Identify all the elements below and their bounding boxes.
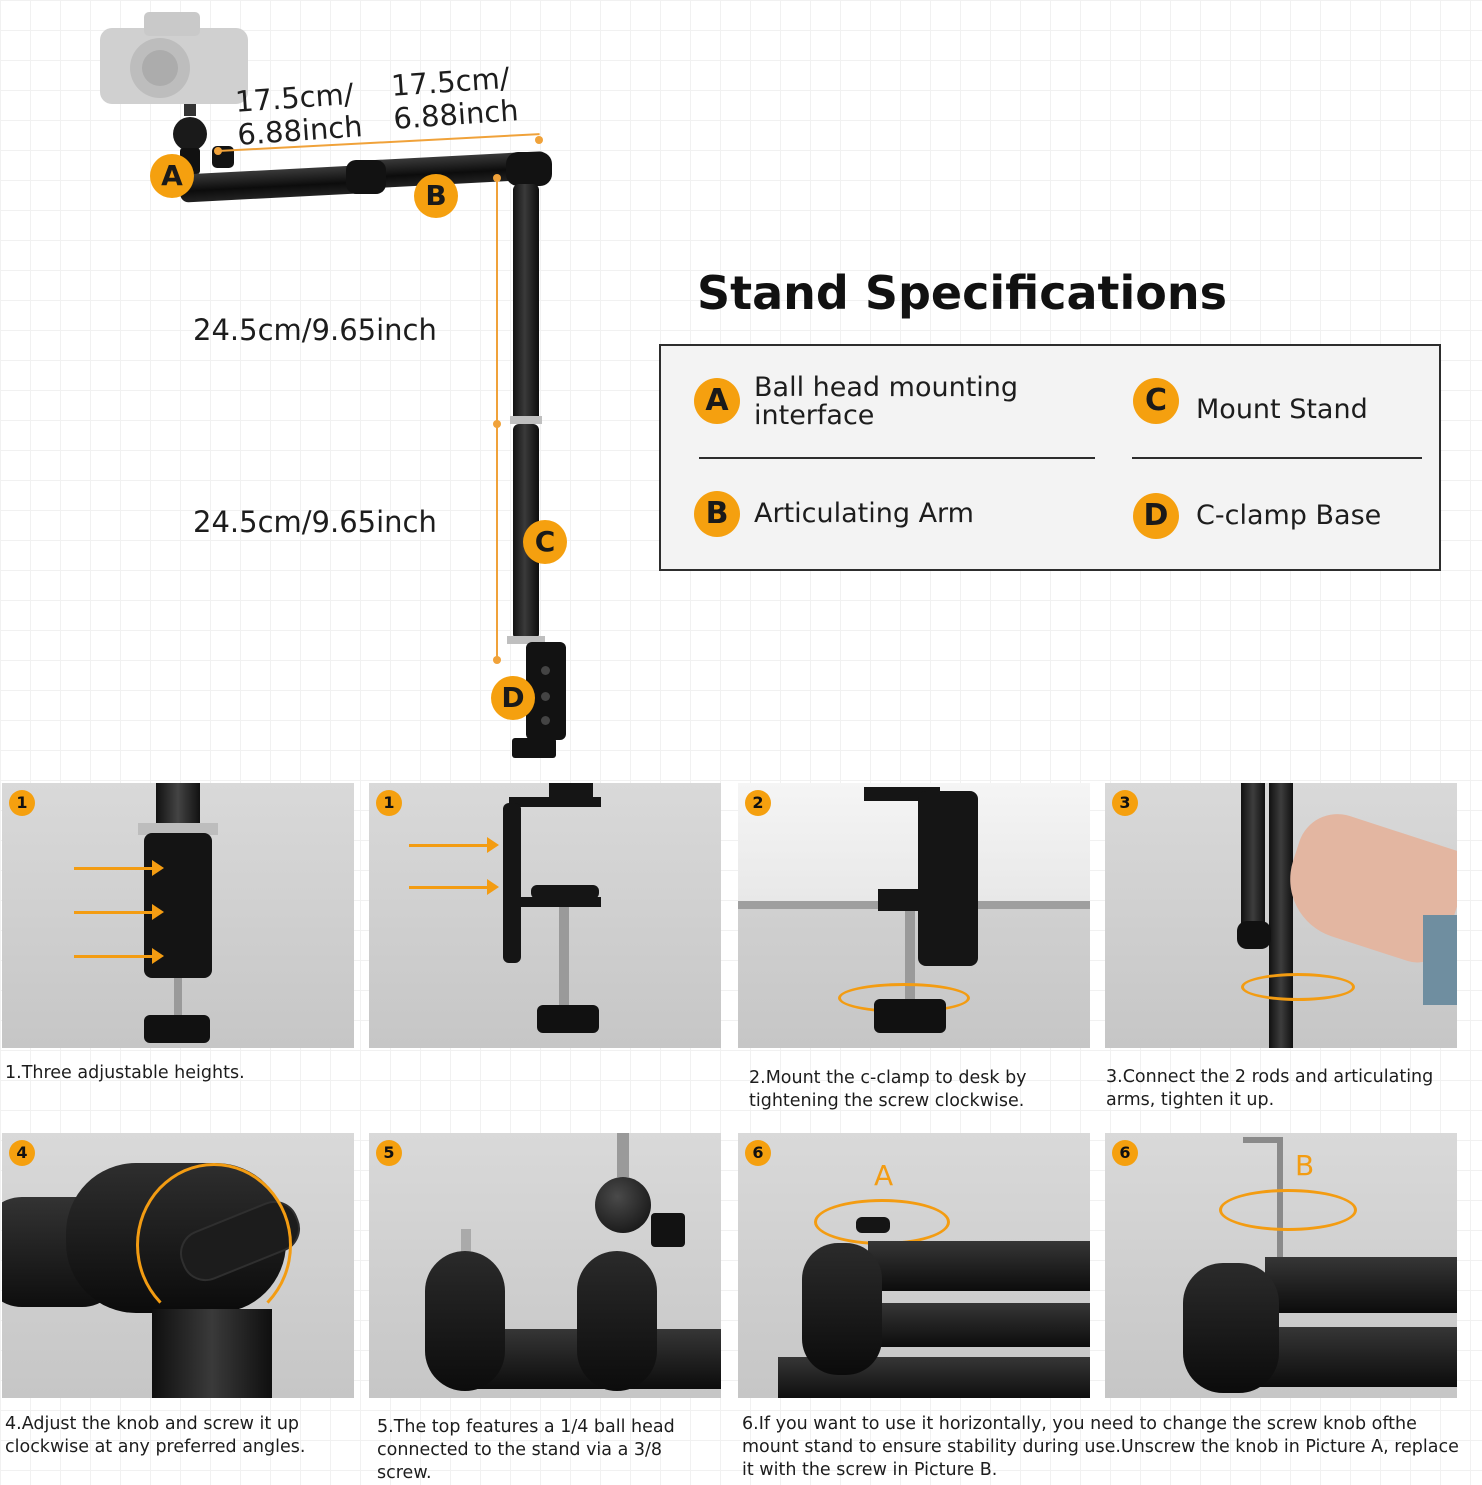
badge-a: A <box>150 154 194 198</box>
arrow-icon <box>74 860 164 876</box>
spec-badge-d: D <box>1133 493 1179 539</box>
screw-knob <box>537 1005 599 1033</box>
arrow-icon <box>74 904 164 920</box>
step-panel-6b: 6 B <box>1105 1133 1457 1398</box>
step-panel-3: 3 <box>1105 783 1457 1048</box>
clamp-spine <box>503 803 521 963</box>
step-panel-6a: 6 A <box>738 1133 1090 1398</box>
pole-bottom-dimension: 24.5cm/9.65inch <box>193 505 437 539</box>
rod-left <box>1241 783 1265 933</box>
dimension-dot <box>493 656 501 664</box>
clamp-top <box>509 797 601 807</box>
step-caption-4: 4.Adjust the knob and screw it up clockw… <box>5 1414 306 1457</box>
rotate-arrow-icon <box>136 1163 292 1327</box>
rod-right <box>1269 783 1293 1048</box>
step-number: 4 <box>9 1140 35 1166</box>
step-number: 3 <box>1112 790 1138 816</box>
step-number: 1 <box>376 790 402 816</box>
dimension-dot <box>214 147 222 155</box>
step-caption-1: 1.Three adjustable heights. <box>5 1063 245 1083</box>
step-panel-1b: 1 <box>369 783 721 1048</box>
arm-end-joint <box>506 152 552 186</box>
step-panel-5: 5 <box>369 1133 721 1398</box>
step-number: 1 <box>9 790 35 816</box>
spec-label-b: Articulating Arm <box>754 498 974 529</box>
clamp-arm <box>509 897 601 907</box>
horizontal-rod-1 <box>868 1241 1090 1291</box>
step-number: 6 <box>1112 1140 1138 1166</box>
mount-body-right <box>577 1251 657 1391</box>
step-panel-1a: 1 <box>2 783 354 1048</box>
screw <box>559 907 569 1007</box>
step-number: 2 <box>745 790 771 816</box>
pole-collar <box>510 416 542 424</box>
pole-upper <box>513 184 539 424</box>
badge-b: B <box>414 174 458 218</box>
step-panel-4: 4 <box>2 1133 354 1398</box>
badge-c: C <box>523 520 567 564</box>
c-clamp-hole <box>541 666 550 675</box>
camera-silhouette <box>96 6 252 106</box>
dimension-dot <box>493 420 501 428</box>
screw-knob <box>144 1015 210 1043</box>
rotate-arrow-icon <box>1241 973 1355 1001</box>
dimension-dot <box>535 136 543 144</box>
pole-top-dimension: 24.5cm/9.65inch <box>193 313 437 347</box>
horizontal-rod-1 <box>1265 1257 1457 1313</box>
ball-head <box>595 1177 651 1233</box>
sleeve <box>1423 915 1457 1005</box>
screw <box>174 978 182 1018</box>
badge-d: D <box>491 676 535 720</box>
knob <box>856 1217 890 1233</box>
clamp-body <box>918 791 978 966</box>
specs-title: Stand Specifications <box>697 266 1228 320</box>
c-clamp-foot <box>512 738 556 758</box>
spec-separator-right <box>1132 457 1422 459</box>
hex-key-handle <box>1243 1137 1281 1143</box>
picture-label-b: B <box>1295 1149 1315 1182</box>
joint-body <box>1183 1263 1279 1393</box>
mount-body-left <box>425 1251 505 1391</box>
screw-knob <box>874 999 946 1033</box>
specs-box: A Ball head mounting interface C Mount S… <box>659 344 1441 571</box>
arrow-icon <box>409 837 499 853</box>
step-caption-5: 5.The top features a 1/4 ball head conne… <box>377 1417 675 1483</box>
rod <box>549 783 593 799</box>
spec-label-a: Ball head mounting interface <box>754 372 1019 431</box>
step-number: 5 <box>376 1140 402 1166</box>
c-clamp-hole <box>541 692 550 701</box>
ball-head-screw <box>617 1133 629 1177</box>
step-caption-3: 3.Connect the 2 rods and articulating ar… <box>1106 1067 1434 1110</box>
joint-body <box>802 1243 882 1375</box>
screw-thread <box>461 1229 471 1257</box>
c-clamp-hole <box>541 716 550 725</box>
clamp-pad <box>878 889 926 911</box>
arrow-icon <box>409 879 499 895</box>
step-number: 6 <box>745 1140 771 1166</box>
spec-badge-a: A <box>694 378 740 424</box>
spec-badge-c: C <box>1133 378 1179 424</box>
step-panel-2: 2 <box>738 783 1090 1048</box>
collar <box>138 823 218 835</box>
spec-label-c: Mount Stand <box>1196 394 1368 425</box>
ball-head-knob <box>651 1213 685 1247</box>
step-caption-2: 2.Mount the c-clamp to desk by tightenin… <box>749 1068 1027 1111</box>
rotate-arrow-icon <box>1219 1189 1357 1231</box>
rod-joint <box>1237 921 1271 949</box>
dimension-dot <box>493 174 501 182</box>
spec-separator-left <box>699 457 1095 459</box>
arm-joint-knob <box>346 160 386 194</box>
desk-edge <box>738 783 1090 901</box>
screw <box>905 911 915 1001</box>
pole-collar-bottom <box>507 636 545 644</box>
arm-left-dimension: 17.5cm/ 6.88inch <box>233 76 364 153</box>
arm-right-dimension: 17.5cm/ 6.88inch <box>389 60 520 137</box>
spec-badge-b: B <box>694 491 740 537</box>
picture-label-a: A <box>874 1159 894 1192</box>
spec-label-d: C-clamp Base <box>1196 500 1382 531</box>
step-caption-6: 6.If you want to use it horizontally, yo… <box>742 1414 1459 1480</box>
arrow-icon <box>74 948 164 964</box>
clamp-pad <box>531 885 599 899</box>
